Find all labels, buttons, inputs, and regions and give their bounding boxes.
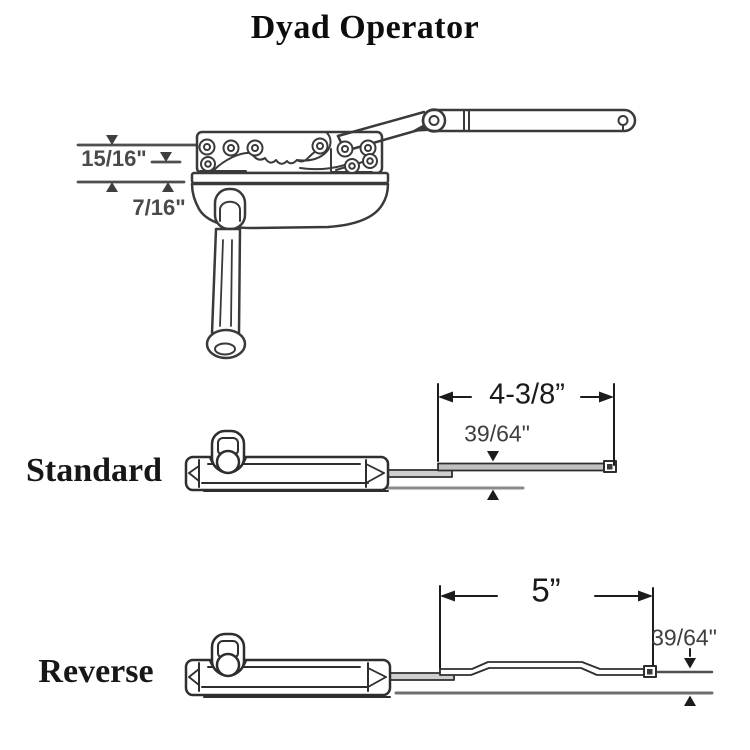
reverse-handle-knob bbox=[209, 632, 247, 678]
operator-housing bbox=[190, 130, 390, 185]
dim-label-39-64-reverse: 39/64" bbox=[651, 624, 717, 651]
reverse-track-arm bbox=[389, 661, 714, 681]
dim-label-39-64-standard: 39/64" bbox=[464, 420, 530, 447]
reverse-section-label: Reverse bbox=[38, 653, 154, 690]
top-view-dimension-arrows bbox=[106, 135, 174, 192]
standard-view-drawing bbox=[184, 383, 617, 500]
standard-section-label: Standard bbox=[25, 452, 163, 489]
standard-dimension-arrows bbox=[438, 391, 614, 500]
rivets bbox=[198, 137, 378, 174]
standard-track-arm bbox=[387, 460, 617, 478]
page-title: Dyad Operator bbox=[250, 9, 480, 46]
reverse-view-drawing bbox=[184, 585, 714, 706]
top-view-drawing bbox=[76, 108, 637, 360]
crank-handle bbox=[205, 187, 247, 360]
dim-label-4-3-8: 4-3/8” bbox=[489, 378, 565, 411]
standard-dimension-lines bbox=[437, 383, 615, 466]
operator-arm bbox=[421, 108, 637, 133]
dim-label-7-16: 7/16" bbox=[132, 195, 186, 220]
reverse-dimension-arrows bbox=[440, 590, 696, 706]
dim-label-5: 5” bbox=[531, 571, 561, 609]
standard-handle-knob bbox=[209, 429, 247, 475]
dim-label-15-16: 15/16" bbox=[81, 146, 147, 171]
